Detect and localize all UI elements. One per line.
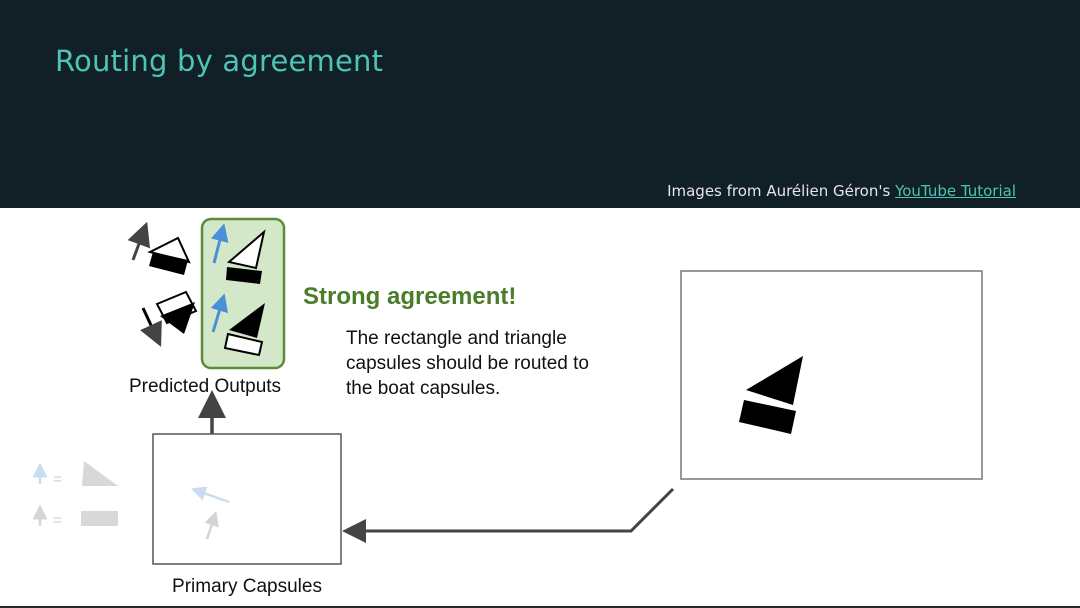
agreement-heading: Strong agreement!	[303, 283, 516, 310]
legend-equals: =	[53, 512, 62, 529]
legend-triangle-shape	[82, 461, 118, 486]
primary-capsules-label: Primary Capsules	[172, 576, 322, 597]
predicted-output-disagree-2	[143, 292, 196, 336]
image-credit: Images from Aurélien Géron's YouTube Tut…	[667, 182, 1016, 200]
legend-rectangle-shape	[81, 511, 118, 526]
routing-connector-arrow	[354, 489, 673, 531]
primary-capsules-box	[153, 434, 341, 564]
agreement-text-line-3: the boat capsules.	[346, 378, 500, 399]
youtube-tutorial-link[interactable]: YouTube Tutorial	[895, 182, 1016, 200]
arrow-icon	[133, 233, 143, 260]
legend: = =	[40, 461, 118, 529]
predicted-output-disagree-1	[133, 233, 189, 275]
legend-equals: =	[53, 471, 62, 488]
credit-text: Images from Aurélien Géron's	[667, 182, 895, 200]
slide-header: Routing by agreement Images from Aurélie…	[0, 0, 1080, 208]
agreement-text-line-1: The rectangle and triangle	[346, 328, 567, 349]
arrow-icon	[143, 308, 156, 336]
routing-diagram: Predicted Outputs Strong agreement! The …	[0, 208, 1080, 608]
predicted-outputs-label: Predicted Outputs	[129, 376, 281, 397]
slide-title: Routing by agreement	[55, 44, 383, 78]
agreement-text-line-2: capsules should be routed to	[346, 353, 589, 374]
boat-image-box	[681, 271, 982, 479]
